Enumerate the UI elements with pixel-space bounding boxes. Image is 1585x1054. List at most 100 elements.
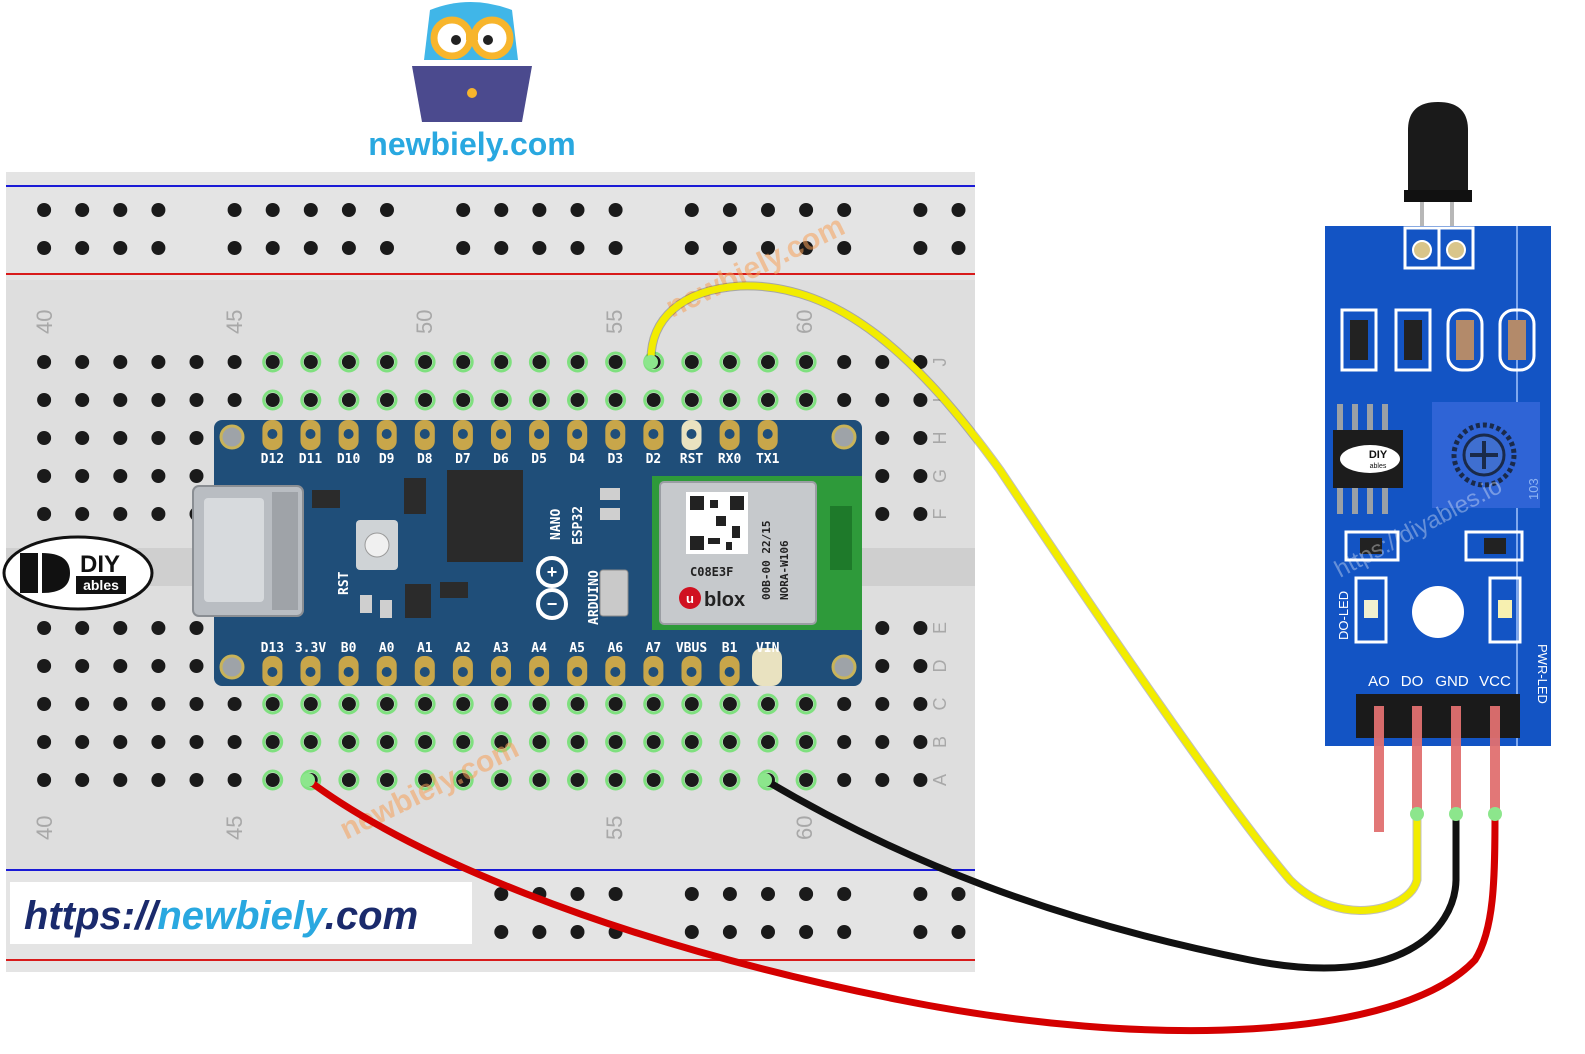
rail-hole [913,241,928,255]
wire-red [305,777,1499,1035]
terminal-hole [37,773,52,787]
terminal-hole [532,393,547,407]
column-number-bottom: 45 [222,816,247,840]
terminal-hole [151,659,166,673]
connected-hole-marker [681,769,703,791]
connected-hole-marker [300,731,322,753]
rail-hole [265,241,280,255]
terminal-hole [151,697,166,711]
row-letter: F [930,509,950,520]
terminal-hole [189,773,204,787]
mounting-hole [1412,586,1464,638]
connected-hole-marker [528,731,550,753]
connected-hole-marker [490,731,512,753]
terminal-hole [837,773,852,787]
connected-hole-marker [643,769,665,791]
board-label-esp32: ESP32 [571,506,586,545]
connected-hole-marker [338,731,360,753]
terminal-hole [608,735,623,749]
connected-hole-marker [795,351,817,373]
rail-hole [837,203,852,217]
connected-hole-marker [262,731,284,753]
pin-label-top: TX1 [756,452,780,467]
rail-hole [913,203,928,217]
rail-hole [151,241,166,255]
terminal-hole [684,393,699,407]
terminal-hole [799,393,814,407]
pin-label-top: RX0 [718,452,742,467]
rail-hole [722,887,737,901]
rail-hole [456,241,471,255]
sensor-pin-label: AO [1368,673,1390,690]
diy-logo-bottom: ables [83,577,119,593]
pin-label-bottom: A5 [569,641,585,656]
terminal-hole [799,735,814,749]
connected-hole-marker [376,351,398,373]
module-line1: 00B-00 22/15 [760,521,773,600]
terminal-hole [646,773,661,787]
terminal-hole [75,393,90,407]
rail-hole [570,241,585,255]
terminal-hole [189,355,204,369]
terminal-hole [456,697,471,711]
terminal-hole [532,735,547,749]
terminal-hole [227,773,242,787]
terminal-hole [456,773,471,787]
terminal-hole [608,393,623,407]
connected-hole-marker [567,351,588,373]
connected-hole-marker [681,693,703,715]
site-name: newbiely.com [368,126,575,162]
usb-c-connector-icon [192,485,304,617]
terminal-hole [722,393,737,407]
connected-hole-marker [490,389,512,411]
sensor-pin-label: VCC [1479,673,1511,690]
terminal-hole [837,355,852,369]
rail-hole [341,241,356,255]
rail-hole [761,203,775,217]
terminal-hole [75,469,90,483]
terminal-hole [75,355,90,369]
connected-hole-marker [376,731,398,753]
terminal-hole [37,355,52,369]
connected-hole-marker [757,731,779,753]
terminal-hole [761,697,775,711]
terminal-hole [761,393,775,407]
rail-hole [799,241,814,255]
terminal-hole [875,431,890,445]
terminal-hole [722,697,737,711]
terminal-hole [456,735,471,749]
terminal-hole [418,773,433,787]
row-letter: E [930,622,950,634]
terminal-hole [37,469,52,483]
rail-hole [380,241,394,255]
flame-sensor-module: DIY ables 103 DO-LED PWR-LED https://diy… [1325,102,1551,832]
terminal-hole [113,659,128,673]
pin-label-top: D12 [261,452,284,467]
terminal-hole [570,735,585,749]
rail-hole [722,241,737,255]
terminal-hole [341,735,356,749]
pin-label-top: D10 [337,452,361,467]
terminal-hole [646,393,661,407]
rail-hole [532,203,547,217]
terminal-hole [684,735,699,749]
terminal-hole [646,697,661,711]
terminal-hole [913,507,928,521]
terminal-hole [875,393,890,407]
terminal-hole [227,697,242,711]
connected-hole-marker [490,693,512,715]
terminal-hole [113,393,128,407]
connected-hole-marker [414,389,436,411]
row-letter: C [930,698,950,711]
connected-hole-marker [643,731,665,753]
rail-hole [37,203,52,217]
terminal-hole [722,773,737,787]
connected-hole-marker [414,731,436,753]
terminal-hole [722,355,737,369]
rail-hole [684,925,699,939]
terminal-hole [75,697,90,711]
connected-hole-marker [567,769,588,791]
terminal-hole [265,735,280,749]
terminal-hole [151,393,166,407]
rail-hole [761,241,775,255]
